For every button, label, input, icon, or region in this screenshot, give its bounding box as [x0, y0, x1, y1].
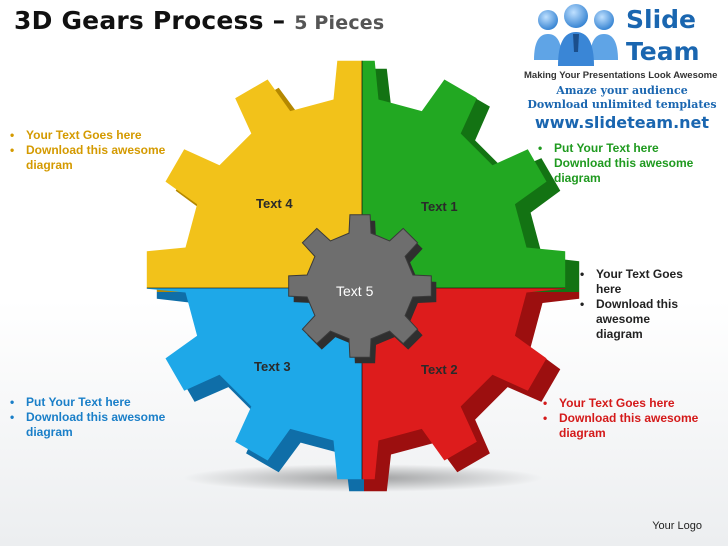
label-text-5: Text 5 — [336, 283, 374, 299]
bullet-item: Download this awesome diagram — [580, 297, 700, 342]
page-title: 3D Gears Process – 5 Pieces — [14, 6, 384, 35]
bullets-bottom-left: Put Your Text here Download this awesome… — [10, 395, 180, 440]
brand-name-line2: Team — [626, 37, 700, 66]
bullet-item: Put Your Text here — [10, 395, 180, 410]
bullet-item: Your Text Goes here — [10, 128, 205, 143]
bullets-mid-right: Your Text Goes here Download this awesom… — [580, 267, 700, 342]
bullet-item: Download this awesome diagram — [538, 156, 728, 186]
label-text-3: Text 3 — [254, 359, 291, 374]
label-text-2: Text 2 — [421, 362, 458, 377]
label-text-1: Text 1 — [421, 199, 458, 214]
bullet-item: Put Your Text here — [538, 141, 728, 156]
brand-name-line1: Slide — [626, 5, 696, 34]
title-subtitle: 5 Pieces — [294, 12, 385, 34]
bullet-item: Download this awesome diagram — [543, 411, 728, 441]
brand-promo-1: Amaze your audience — [556, 84, 688, 97]
bullet-item: Your Text Goes here — [543, 396, 728, 411]
slideteam-logo: Slide Team Making Your Presentations Loo… — [522, 2, 722, 140]
bullet-item: Your Text Goes here — [580, 267, 700, 297]
brand-promo-2: Download unlimited templates — [527, 98, 717, 111]
piece-text-5 — [288, 214, 432, 358]
footer-logo-text: Your Logo — [652, 520, 702, 532]
bullets-top-right: Put Your Text here Download this awesome… — [538, 141, 728, 186]
bullets-bottom-right: Your Text Goes here Download this awesom… — [543, 396, 728, 441]
title-main: 3D Gears Process – — [14, 6, 286, 35]
bullets-top-left: Your Text Goes here Download this awesom… — [10, 128, 205, 173]
bullet-item: Download this awesome diagram — [10, 410, 180, 440]
label-text-4: Text 4 — [256, 196, 293, 211]
bullet-item: Download this awesome diagram — [10, 143, 205, 173]
people-group-icon — [534, 4, 618, 66]
brand-url: www.slideteam.net — [534, 113, 710, 132]
brand-tagline: Making Your Presentations Look Awesome — [524, 70, 718, 81]
